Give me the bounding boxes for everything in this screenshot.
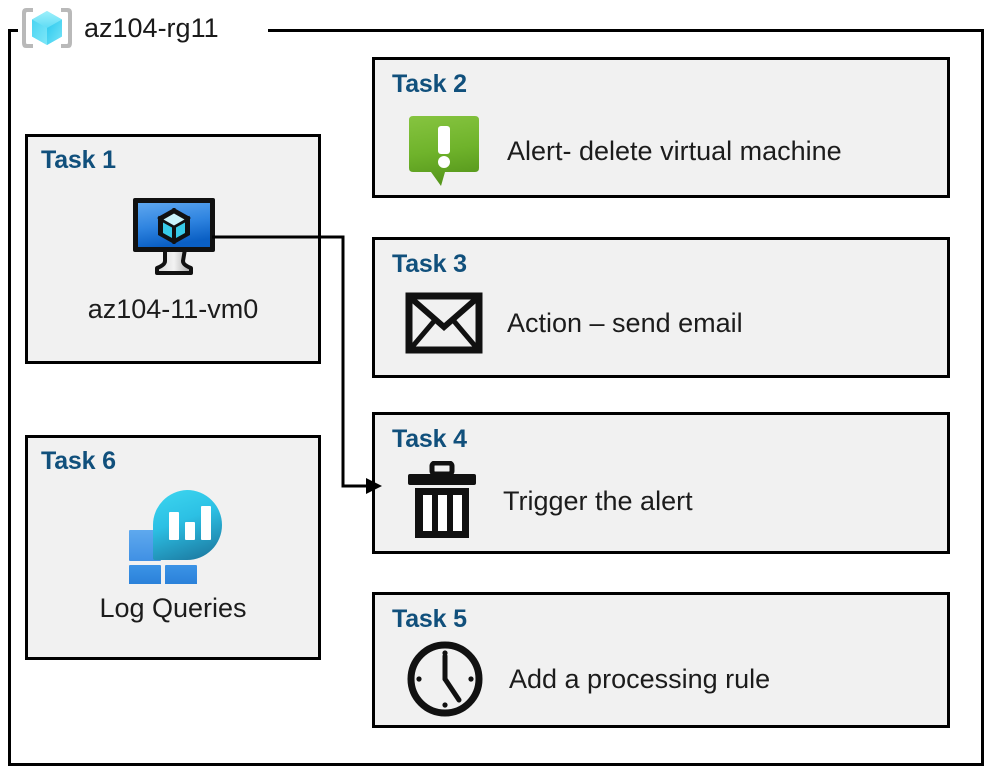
card-body: Trigger the alert [405, 461, 939, 541]
card-caption: Action – send email [507, 307, 743, 338]
card-title: Task 3 [392, 250, 467, 278]
alert-bubble-icon [409, 116, 479, 186]
card-task-6[interactable]: Task 6 [25, 435, 321, 660]
card-task-5[interactable]: Task 5 Add a processing rule [372, 592, 950, 728]
card-caption: az104-11-vm0 [87, 294, 259, 324]
card-caption: Log Queries [99, 593, 247, 623]
card-body: Action – send email [405, 290, 939, 356]
log-analytics-icon [117, 486, 229, 596]
resource-group-cube-icon [22, 8, 72, 48]
card-task-4[interactable]: Task 4 Trigger the alert [372, 412, 950, 554]
virtual-machine-icon [127, 195, 219, 280]
card-title: Task 5 [392, 605, 467, 633]
card-task-1[interactable]: Task 1 [25, 134, 321, 364]
card-caption: Trigger the alert [503, 485, 693, 516]
envelope-icon [405, 292, 483, 354]
card-title: Task 1 [41, 146, 116, 174]
card-body: Alert- delete virtual machine [405, 112, 939, 190]
clock-icon [407, 641, 483, 717]
resource-group-container [8, 29, 984, 766]
resource-group-label: az104-rg11 [84, 12, 219, 43]
card-task-3[interactable]: Task 3 Action – send email [372, 237, 950, 378]
card-title: Task 4 [392, 425, 467, 453]
card-title: Task 2 [392, 70, 467, 98]
card-caption: Add a processing rule [509, 663, 771, 694]
trash-can-icon [408, 461, 476, 538]
resource-group-header: az104-rg11 [20, 2, 219, 54]
card-body: Add a processing rule [405, 639, 939, 719]
card-caption: Alert- delete virtual machine [507, 135, 842, 166]
resource-group-title-gap [18, 20, 268, 42]
card-task-2[interactable]: Task 2 Alert- delete virtual machine [372, 57, 950, 198]
card-title: Task 6 [41, 447, 116, 475]
virtual-machine-icon-svg [133, 198, 215, 275]
log-analytics-icon-svg [129, 490, 222, 596]
